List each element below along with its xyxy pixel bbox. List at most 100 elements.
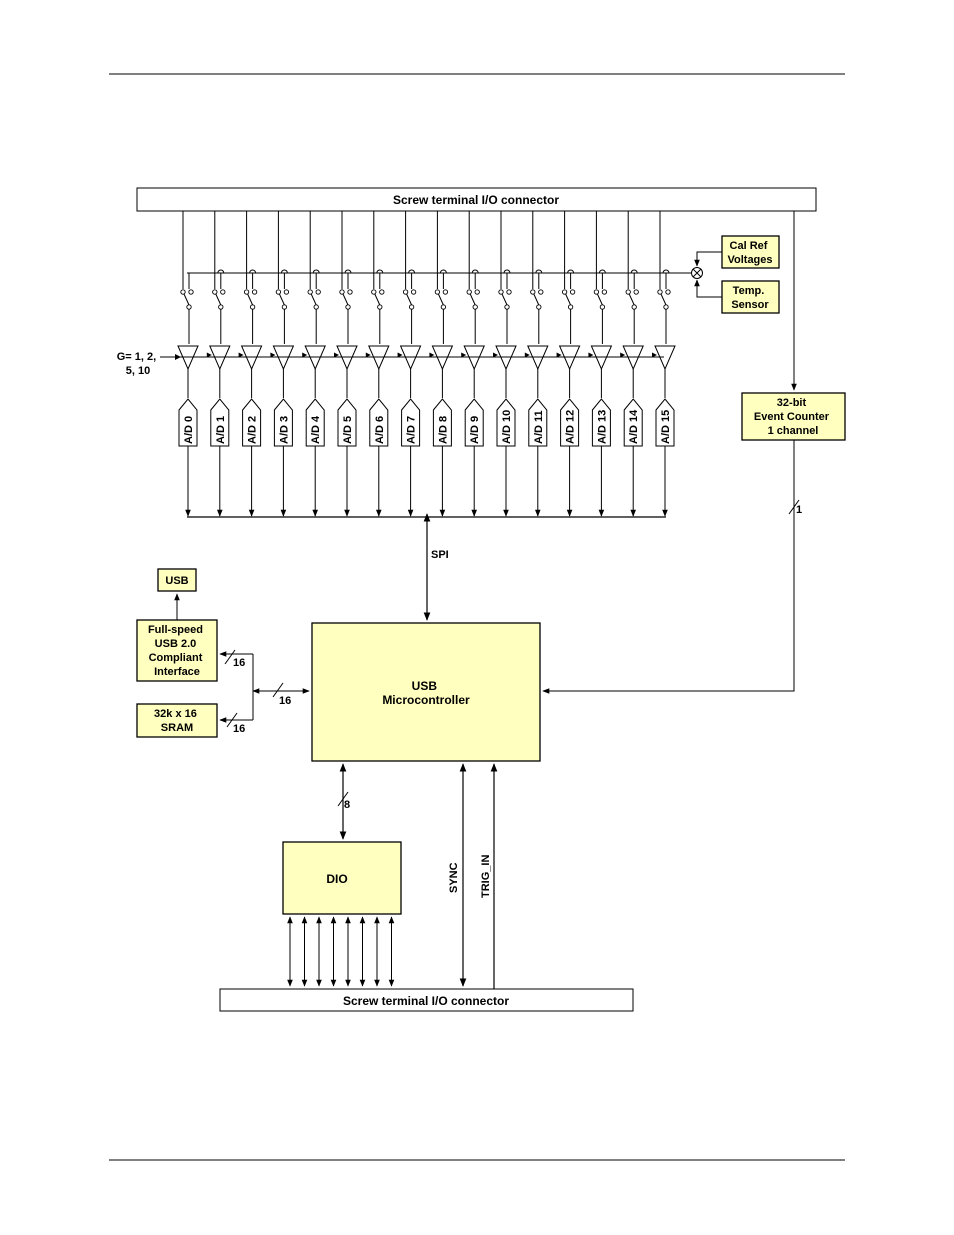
adc-label: A/D 7 (406, 416, 418, 444)
switch-contact (243, 289, 250, 295)
switch-pivot (567, 304, 574, 310)
switch-contact (188, 289, 194, 295)
switch-contact (347, 289, 353, 295)
mcu-label: USB Microcontroller (382, 679, 470, 707)
gain-arrow-icon (334, 352, 339, 358)
switch-pivot (281, 304, 288, 310)
switch-contact (665, 289, 671, 295)
switch-pivot (408, 304, 415, 310)
switch-pivot (536, 304, 542, 310)
switch-contact (251, 289, 258, 295)
switch-contact (442, 289, 449, 295)
adc-icon (210, 398, 230, 447)
line-hop (503, 269, 511, 274)
switch-contact (410, 289, 417, 295)
switch-contact (561, 289, 568, 295)
adc-label: A/D 14 (628, 409, 640, 444)
line-hop (567, 269, 575, 274)
switch-contact (315, 289, 321, 295)
sync-label: SYNC (448, 862, 460, 893)
adc-label: A/D 1 (215, 416, 227, 444)
dio-bus-width: 8 (344, 799, 350, 811)
temp-to-mux (694, 279, 722, 298)
switch-pivot (313, 304, 319, 310)
switch-pivot (440, 304, 447, 310)
usb-bus-width: 16 (233, 657, 245, 669)
switch-arm (596, 293, 603, 306)
switch-contact (506, 289, 512, 295)
switch-contact (283, 289, 290, 295)
switch-pivot (249, 304, 256, 310)
line-hop (630, 269, 638, 274)
switch-arm (565, 293, 572, 306)
dio-lines (287, 916, 395, 987)
line-hop (439, 269, 447, 274)
switch-contact (339, 289, 345, 295)
switch-contact (625, 289, 631, 295)
switch-contact (593, 289, 600, 295)
adc-icon (178, 398, 198, 447)
adc-icon (528, 398, 548, 447)
sram-label: 32k x 16 SRAM (154, 708, 200, 734)
cal-ref-box (721, 235, 780, 269)
gain-arrow-icon (365, 352, 371, 358)
switch-arm (215, 293, 222, 306)
usb-interface-box (136, 619, 218, 682)
cal-ref-to-mux (694, 251, 722, 267)
gain-arrow-icon (397, 352, 403, 358)
switch-contact (371, 289, 377, 295)
adc-icon (464, 398, 484, 447)
usb-interface-line-4: Interface (154, 666, 200, 678)
bottom-connector-label: Screw terminal I/O connector (343, 994, 509, 1008)
dio-bus-slash (337, 791, 349, 807)
switch-contact (657, 289, 663, 295)
line-hop (471, 269, 479, 274)
switch-contact (220, 289, 226, 295)
adc-label: A/D 5 (342, 416, 354, 444)
temp-sensor-line-1: Temp. (733, 285, 765, 297)
switch-arm (247, 293, 254, 306)
switch-arm (533, 293, 540, 306)
usb-interface-line-1: Full-speed (148, 624, 203, 636)
adc-label: A/D 4 (310, 415, 322, 444)
switch-contact (434, 289, 441, 295)
adc-label: A/D 13 (596, 410, 608, 444)
adc-label: A/D 8 (437, 416, 449, 444)
gain-arrow-icon (556, 352, 562, 358)
switch-contact (275, 289, 282, 295)
line-hop (312, 269, 320, 274)
adc-icon (591, 398, 611, 447)
spi-label: SPI (431, 549, 449, 561)
switch-arm (342, 293, 349, 306)
mux-cross-2 (692, 268, 702, 278)
adc-icon (305, 398, 325, 447)
dio-label: DIO (326, 872, 347, 886)
switch-contact (538, 289, 544, 295)
switch-contact (601, 289, 608, 295)
line-hop (662, 269, 670, 274)
gain-arrow-icon (588, 352, 594, 358)
switch-pivot (504, 304, 510, 310)
switch-pivot (377, 304, 383, 310)
switch-arm (437, 293, 444, 306)
adc-icon (655, 398, 675, 447)
switch-arm (374, 293, 381, 306)
usb-bus-slash (224, 649, 236, 665)
usb-interface-line-2: USB 2.0 (155, 638, 197, 650)
line-hop (249, 269, 257, 274)
top-connector-label: Screw terminal I/O connector (393, 193, 559, 207)
gain-arrow-icon (270, 352, 276, 358)
mcu-bus-slash (272, 682, 284, 698)
adc-icon (623, 398, 643, 447)
usb-port-box (157, 568, 197, 592)
gain-arrow-icon (524, 352, 530, 358)
switch-pivot (599, 304, 606, 310)
usb-interface-label: Full-speed USB 2.0 Compliant Interface (148, 624, 206, 678)
mcu-line-2: Microcontroller (382, 693, 470, 707)
switch-pivot (218, 304, 224, 310)
line-hop (535, 269, 543, 274)
switch-contact (307, 289, 313, 295)
sram-box (136, 703, 218, 738)
